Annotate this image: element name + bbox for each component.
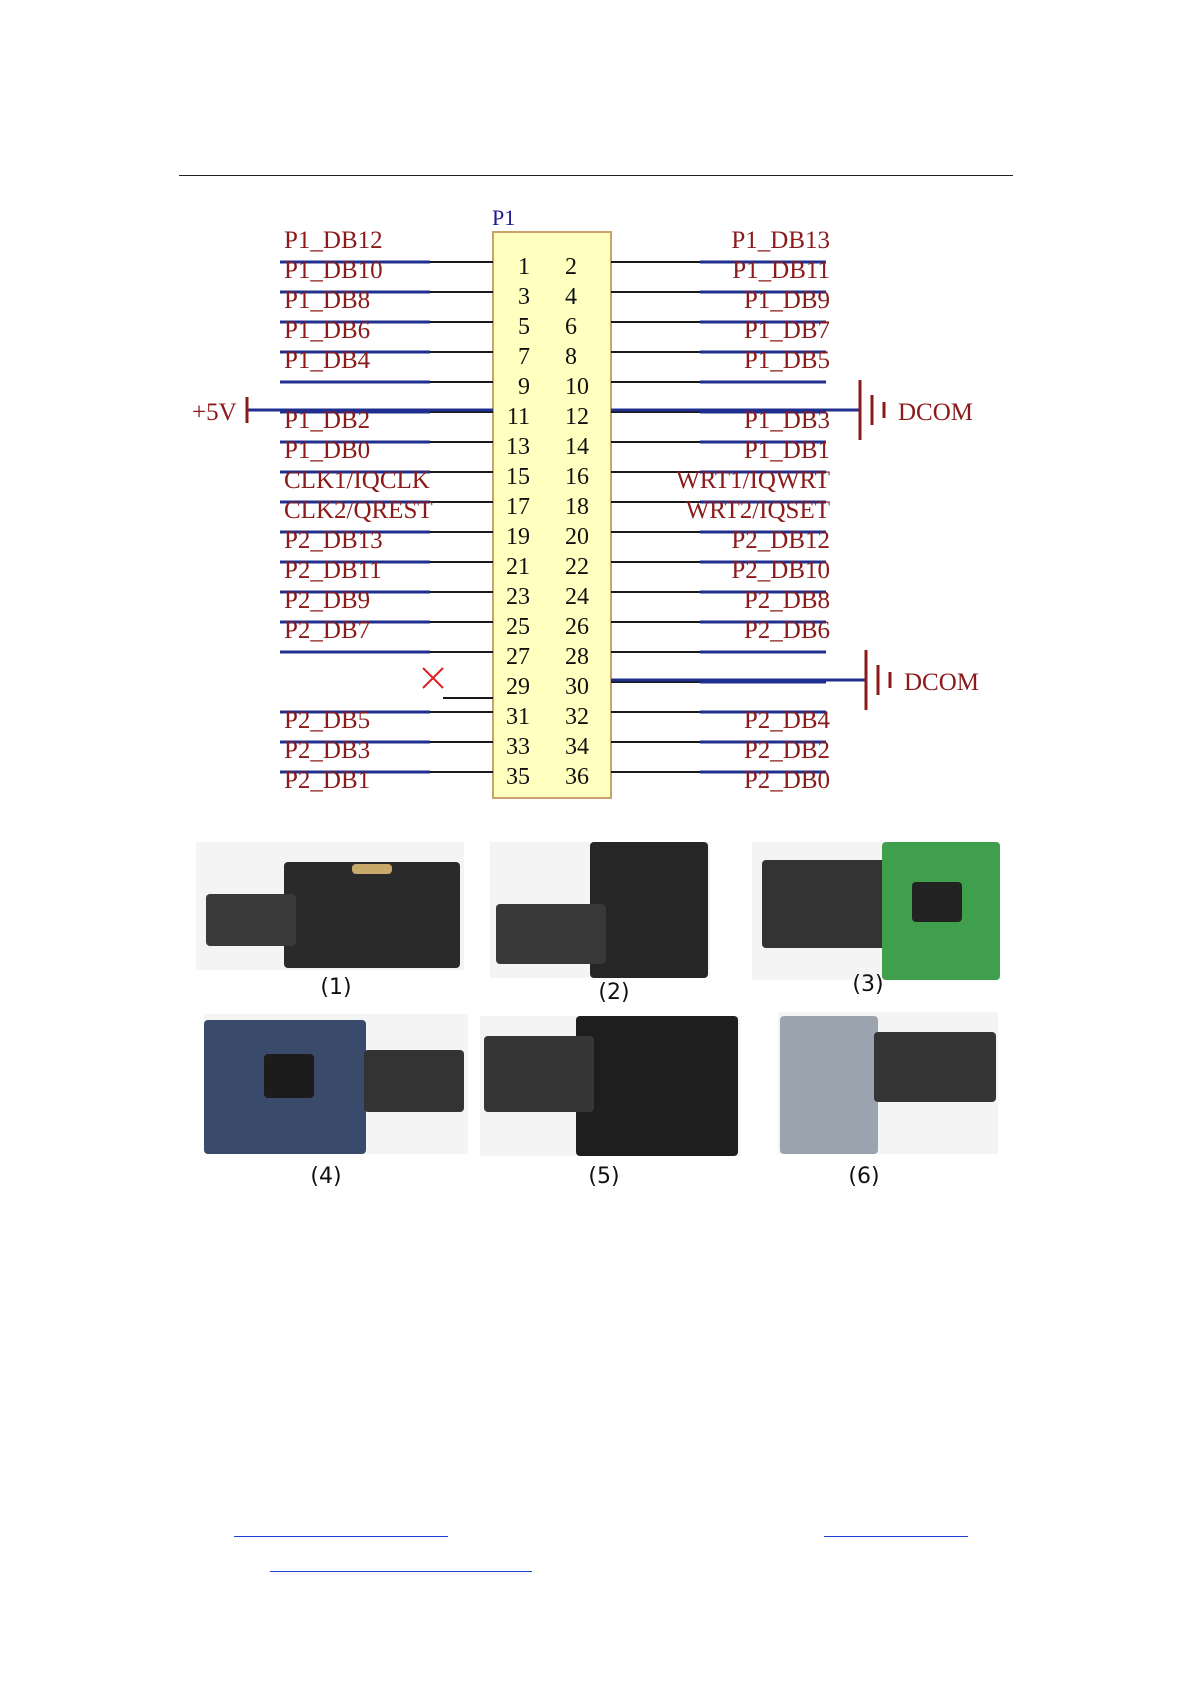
board-photo-5 <box>480 1016 740 1156</box>
pin-number: 21 <box>506 554 530 580</box>
signal-label: P2_DB5 <box>284 707 370 734</box>
signal-label: P2_DB9 <box>284 587 370 614</box>
signal-label: P1_DB0 <box>284 437 370 464</box>
pin-number: 34 <box>565 734 589 760</box>
signal-label: P2_DB13 <box>284 527 383 554</box>
pin-number: 19 <box>506 524 530 550</box>
pin-number: 32 <box>565 704 589 730</box>
pin-number: 4 <box>565 284 577 310</box>
signal-label: WRT2/IQSET <box>686 497 830 524</box>
ground-icon <box>858 380 886 440</box>
signal-label: P1_DB7 <box>744 317 830 344</box>
pin-number: 7 <box>518 344 530 370</box>
pin-number: 30 <box>565 674 589 700</box>
board-photo-4 <box>204 1014 468 1154</box>
pin-number: 3 <box>518 284 530 310</box>
signal-label: P1_DB10 <box>284 257 383 284</box>
pin-number: 29 <box>506 674 530 700</box>
board-photo-1 <box>196 842 464 970</box>
figure-caption: (3) <box>852 972 884 997</box>
figure-caption: (1) <box>320 975 352 1000</box>
ground-label: DCOM <box>898 399 973 426</box>
pin-number: 33 <box>506 734 530 760</box>
figure-caption: (5) <box>588 1164 620 1189</box>
pin-number: 31 <box>506 704 530 730</box>
board-photo-3 <box>752 842 1000 980</box>
signal-label: P1_DB4 <box>284 347 371 374</box>
signal-label: P1_DB8 <box>284 287 370 314</box>
board-photo-6 <box>778 1012 998 1154</box>
pin-number: 36 <box>565 764 589 790</box>
pin-number: 12 <box>565 404 589 430</box>
connector-ref: P1 <box>492 205 515 230</box>
signal-label: P2_DB8 <box>744 587 830 614</box>
connector-body <box>492 231 612 799</box>
figure-caption: (6) <box>848 1164 880 1189</box>
signal-label: P2_DB4 <box>744 707 831 734</box>
signal-label: P2_DB6 <box>744 617 830 644</box>
pin-number: 27 <box>506 644 530 670</box>
signal-label: P1_DB12 <box>284 227 383 254</box>
figure-caption: (2) <box>598 980 630 1005</box>
signal-label: P1_DB5 <box>744 347 830 374</box>
pin-number: 2 <box>565 254 577 280</box>
pin-number: 16 <box>565 464 589 490</box>
pin-number: 14 <box>565 434 589 460</box>
pin-number: 24 <box>565 584 589 610</box>
signal-label: P2_DB1 <box>284 767 370 794</box>
signal-label: P1_DB1 <box>744 437 830 464</box>
pin-number: 28 <box>565 644 589 670</box>
ground-icon <box>864 650 892 710</box>
pin-number: 6 <box>565 314 577 340</box>
pin-number: 25 <box>506 614 530 640</box>
pin-number: 1 <box>518 254 530 280</box>
board-photo-2 <box>490 842 710 978</box>
link-underline[interactable] <box>234 1536 448 1537</box>
signal-label: P2_DB3 <box>284 737 370 764</box>
signal-label: P2_DB12 <box>731 527 830 554</box>
pin-number: 22 <box>565 554 589 580</box>
pin-number: 35 <box>506 764 530 790</box>
link-underline[interactable] <box>824 1536 968 1537</box>
signal-label: P1_DB6 <box>284 317 370 344</box>
signal-label: P1_DB13 <box>731 227 830 254</box>
signal-label: P2_DB2 <box>744 737 830 764</box>
signal-label: CLK1/IQCLK <box>284 467 430 494</box>
signal-label: P2_DB0 <box>744 767 830 794</box>
signal-label: P2_DB11 <box>284 557 382 584</box>
pin-number: 9 <box>518 374 530 400</box>
signal-label: P2_DB7 <box>284 617 370 644</box>
pin-number: 8 <box>565 344 577 370</box>
figure-caption: (4) <box>310 1164 342 1189</box>
pin-number: 15 <box>506 464 530 490</box>
pin-number: 5 <box>518 314 530 340</box>
pin-number: 10 <box>565 374 589 400</box>
pin-number: 23 <box>506 584 530 610</box>
top-rule <box>179 175 1013 176</box>
pin-number: 17 <box>506 494 530 520</box>
ground-label: DCOM <box>904 669 979 696</box>
signal-label: P2_DB10 <box>731 557 830 584</box>
pin-number: 20 <box>565 524 589 550</box>
power-label: +5V <box>192 399 237 426</box>
signal-label: P1_DB9 <box>744 287 830 314</box>
pin-number: 11 <box>507 404 530 430</box>
link-underline[interactable] <box>270 1571 532 1572</box>
pin-number: 13 <box>506 434 530 460</box>
signal-label: WRT1/IQWRT <box>676 467 830 494</box>
signal-label: P1_DB11 <box>732 257 830 284</box>
no-connect-icon <box>422 667 444 689</box>
pin-number: 26 <box>565 614 589 640</box>
signal-label: CLK2/QREST <box>284 497 433 524</box>
pin-number: 18 <box>565 494 589 520</box>
